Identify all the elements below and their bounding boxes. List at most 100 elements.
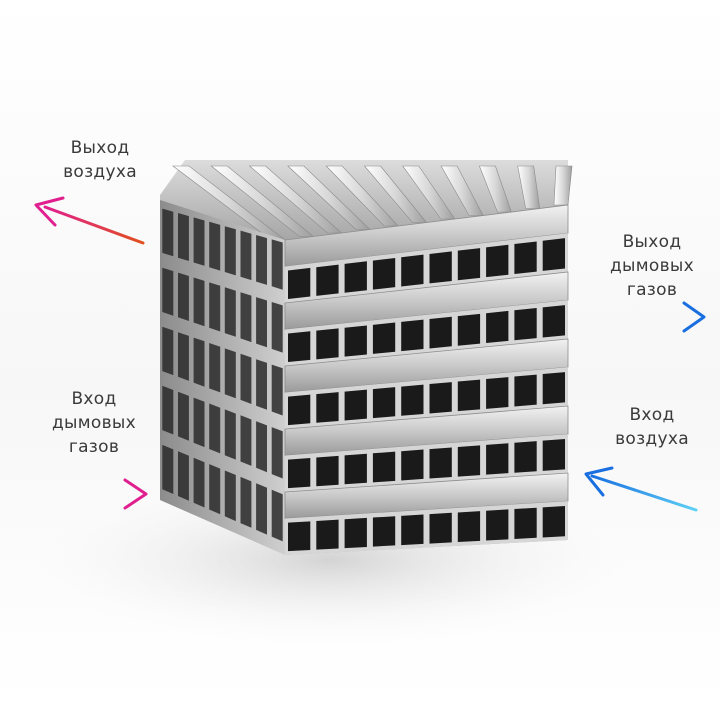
side-channel xyxy=(162,326,174,376)
side-channel xyxy=(240,292,252,343)
channel xyxy=(457,313,481,346)
channel xyxy=(514,507,537,539)
side-channel xyxy=(256,421,267,473)
arrow-icon xyxy=(34,196,65,227)
side-channel xyxy=(240,415,252,466)
side-channel xyxy=(256,297,267,348)
air-outlet-arrow xyxy=(34,196,145,245)
channel xyxy=(372,322,396,354)
side-channel xyxy=(162,208,174,257)
side-channel xyxy=(193,457,205,508)
channel xyxy=(316,392,339,423)
channel xyxy=(457,445,481,477)
label-air-inlet: Вход воздуха xyxy=(592,403,712,451)
front-layer-stack xyxy=(284,204,569,555)
channel xyxy=(401,254,424,287)
side-channel xyxy=(193,397,205,448)
label-line: воздуха xyxy=(63,162,137,182)
side-channel xyxy=(224,287,236,337)
side-channel xyxy=(224,470,236,522)
label-air-outlet: Выход воздуха xyxy=(38,136,162,184)
flue-gas-outlet-arrow xyxy=(584,301,706,333)
side-channel xyxy=(209,343,221,393)
side-channel xyxy=(178,213,189,261)
channel xyxy=(486,377,509,409)
side-channel xyxy=(178,272,189,321)
fin xyxy=(478,165,512,213)
channel xyxy=(344,389,367,421)
label-line: дымовых xyxy=(609,256,694,276)
side-channel-grid xyxy=(162,208,283,542)
channel xyxy=(486,443,509,475)
label-line: Выход xyxy=(622,232,682,252)
label-line: дымовых xyxy=(51,413,136,433)
side-channel xyxy=(271,427,283,479)
channel xyxy=(429,512,452,544)
fin xyxy=(363,165,428,223)
side-channel xyxy=(162,267,174,316)
channel xyxy=(401,319,424,352)
fin xyxy=(287,165,371,230)
side-channel xyxy=(240,353,252,404)
arrow-icon xyxy=(123,478,148,510)
channel xyxy=(514,308,537,341)
side-channel xyxy=(209,403,221,454)
channel xyxy=(401,514,424,546)
side-channel xyxy=(178,451,189,501)
channel xyxy=(429,447,452,479)
channel xyxy=(372,516,396,547)
fin xyxy=(210,165,315,237)
side-channel xyxy=(193,217,205,266)
label-flue-gas-outlet: Выход дымовых газов xyxy=(592,230,712,302)
channel xyxy=(288,331,311,363)
channel xyxy=(457,248,481,281)
label-line: газов xyxy=(68,437,120,457)
side-channel xyxy=(224,348,236,399)
side-channel xyxy=(224,226,236,276)
channel xyxy=(514,241,537,275)
channel xyxy=(429,382,452,414)
side-channel xyxy=(224,409,236,460)
fin xyxy=(402,165,456,220)
channel xyxy=(288,521,311,552)
arrow-icon xyxy=(682,301,706,333)
channel xyxy=(316,455,339,487)
side-channel xyxy=(162,385,174,435)
channel xyxy=(457,379,481,412)
channel xyxy=(486,310,509,343)
label-flue-gas-inlet: Вход дымовых газов xyxy=(32,387,156,459)
channel xyxy=(542,505,565,538)
channel xyxy=(542,439,565,471)
side-channel xyxy=(209,464,221,515)
fin xyxy=(553,165,573,206)
channel xyxy=(288,394,311,426)
heat-exchanger-block xyxy=(160,160,573,555)
side-channel xyxy=(256,483,267,535)
channel xyxy=(514,441,537,473)
channel xyxy=(486,509,509,541)
side-channel xyxy=(271,239,283,290)
fin xyxy=(440,165,484,216)
side-channel xyxy=(256,359,267,410)
channel xyxy=(401,384,424,416)
channel xyxy=(429,251,452,284)
channel xyxy=(372,257,396,290)
side-channel xyxy=(271,302,283,353)
side-channel xyxy=(271,364,283,416)
side-channel xyxy=(162,444,174,494)
side-channel xyxy=(240,476,252,528)
channel xyxy=(344,517,367,549)
label-line: Вход xyxy=(629,405,675,425)
channel xyxy=(542,238,565,271)
flue-gas-inlet-arrow xyxy=(28,478,148,510)
channel xyxy=(542,372,565,405)
side-channel xyxy=(193,337,205,387)
side-channel xyxy=(209,282,221,332)
channel xyxy=(316,264,339,296)
label-line: воздуха xyxy=(615,429,689,449)
channel xyxy=(288,457,311,489)
side-channel xyxy=(240,230,252,281)
side-channel xyxy=(256,235,267,285)
side-channel xyxy=(178,391,189,441)
